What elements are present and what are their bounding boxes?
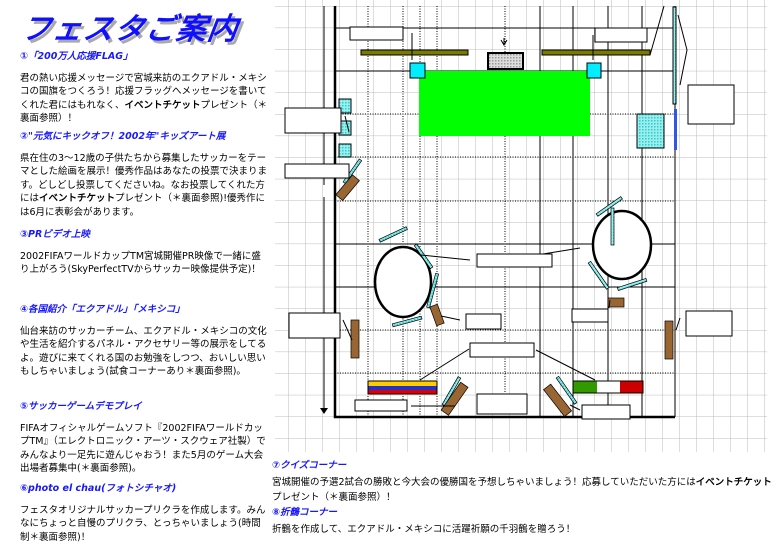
section-game: ⑤サッカーゲームデモプレイ FIFAオフィシャルゲームソフト『2002FIFAワー… [20,400,270,476]
section-flag: ①「200万人応援FLAG」君の熱い応援メッセージで宮城来訪のエクアドル・メキシ… [20,50,270,126]
green-field [419,71,590,136]
section-countries: ④各国紹介「エクアドル」「メキシコ」仙台来訪のサッカーチーム、エクアドル・メキシ… [20,303,270,379]
section-heading: ⑥photo el chau(フォトシチャオ) [20,482,270,496]
section-heading: ③PRビデオ上映 [20,228,270,242]
section-body: FIFAオフィシャルゲームソフト『2002FIFAワールドカップTM』（エレクト… [20,422,270,476]
section-heading: ④各国紹介「エクアドル」「メキシコ」 [20,303,270,317]
center-gray-box [488,53,523,69]
section-heading: ①「200万人応援FLAG」 [20,50,270,64]
cube-right [587,63,601,78]
section-video: ③PRビデオ上映 2002FIFAワールドカップTM宮城開催PR映像で一緒に盛り上… [20,228,270,277]
section-body: 仙台来訪のサッカーチーム、エクアドル・メキシコの文化や生活を紹介するパネル・アク… [20,325,270,379]
olive-bar-left [361,50,468,55]
section-quiz: ⑦クイズコーナー宮城開催の予選2試合の勝敗と今大会の優勝国を予想しちゃいましょう… [272,458,772,505]
section-bold: イベントチケット [125,100,201,111]
ecuador-flag [368,381,437,394]
section-body-end: プレゼント（＊裏面参照）！ [272,492,396,503]
section-heading: ⑤サッカーゲームデモプレイ [20,400,270,414]
section-body: 折鶴を作成して、エクアドル・メキシコに活躍祈願の千羽鶴を贈ろう！ [272,522,772,537]
page-title: フェスタご案内 [19,4,242,48]
venue-map [275,0,780,455]
section-kids-art: ②"元気にキックオフ！2002年"キッズアート展県在住の3〜12歳の子供たちから… [20,130,270,219]
section-heading: ⑦クイズコーナー [272,458,772,473]
section-photo: ⑥photo el chau(フォトシチャオ) フェスタオリジナルサッカープリクラ… [20,482,270,544]
section-heading: ②"元気にキックオフ！2002年"キッズアート展 [20,130,270,144]
mexico-flag [573,381,643,393]
section-body: 2002FIFAワールドカップTM宮城開催PR映像で一緒に盛り上がろう(SkyP… [20,250,270,277]
section-bold: イベントチケット [39,193,115,204]
cube-left [410,63,425,78]
section-body: 宮城開催の予選2試合の勝敗と今大会の優勝国を予想しちゃいましょう！応募していただ… [272,477,696,488]
section-origami: ⑧折鶴コーナー折鶴を作成して、エクアドル・メキシコに活躍祈願の千羽鶴を贈ろう！ [272,505,772,537]
section-body: フェスタオリジナルサッカープリクラを作成します。みんなにちょっと自慢のプリクラ、… [20,504,270,544]
olive-bar-right [542,50,650,55]
section-bold: イベントチケット [696,477,772,488]
tent-right [593,211,651,279]
section-heading: ⑧折鶴コーナー [272,505,772,520]
